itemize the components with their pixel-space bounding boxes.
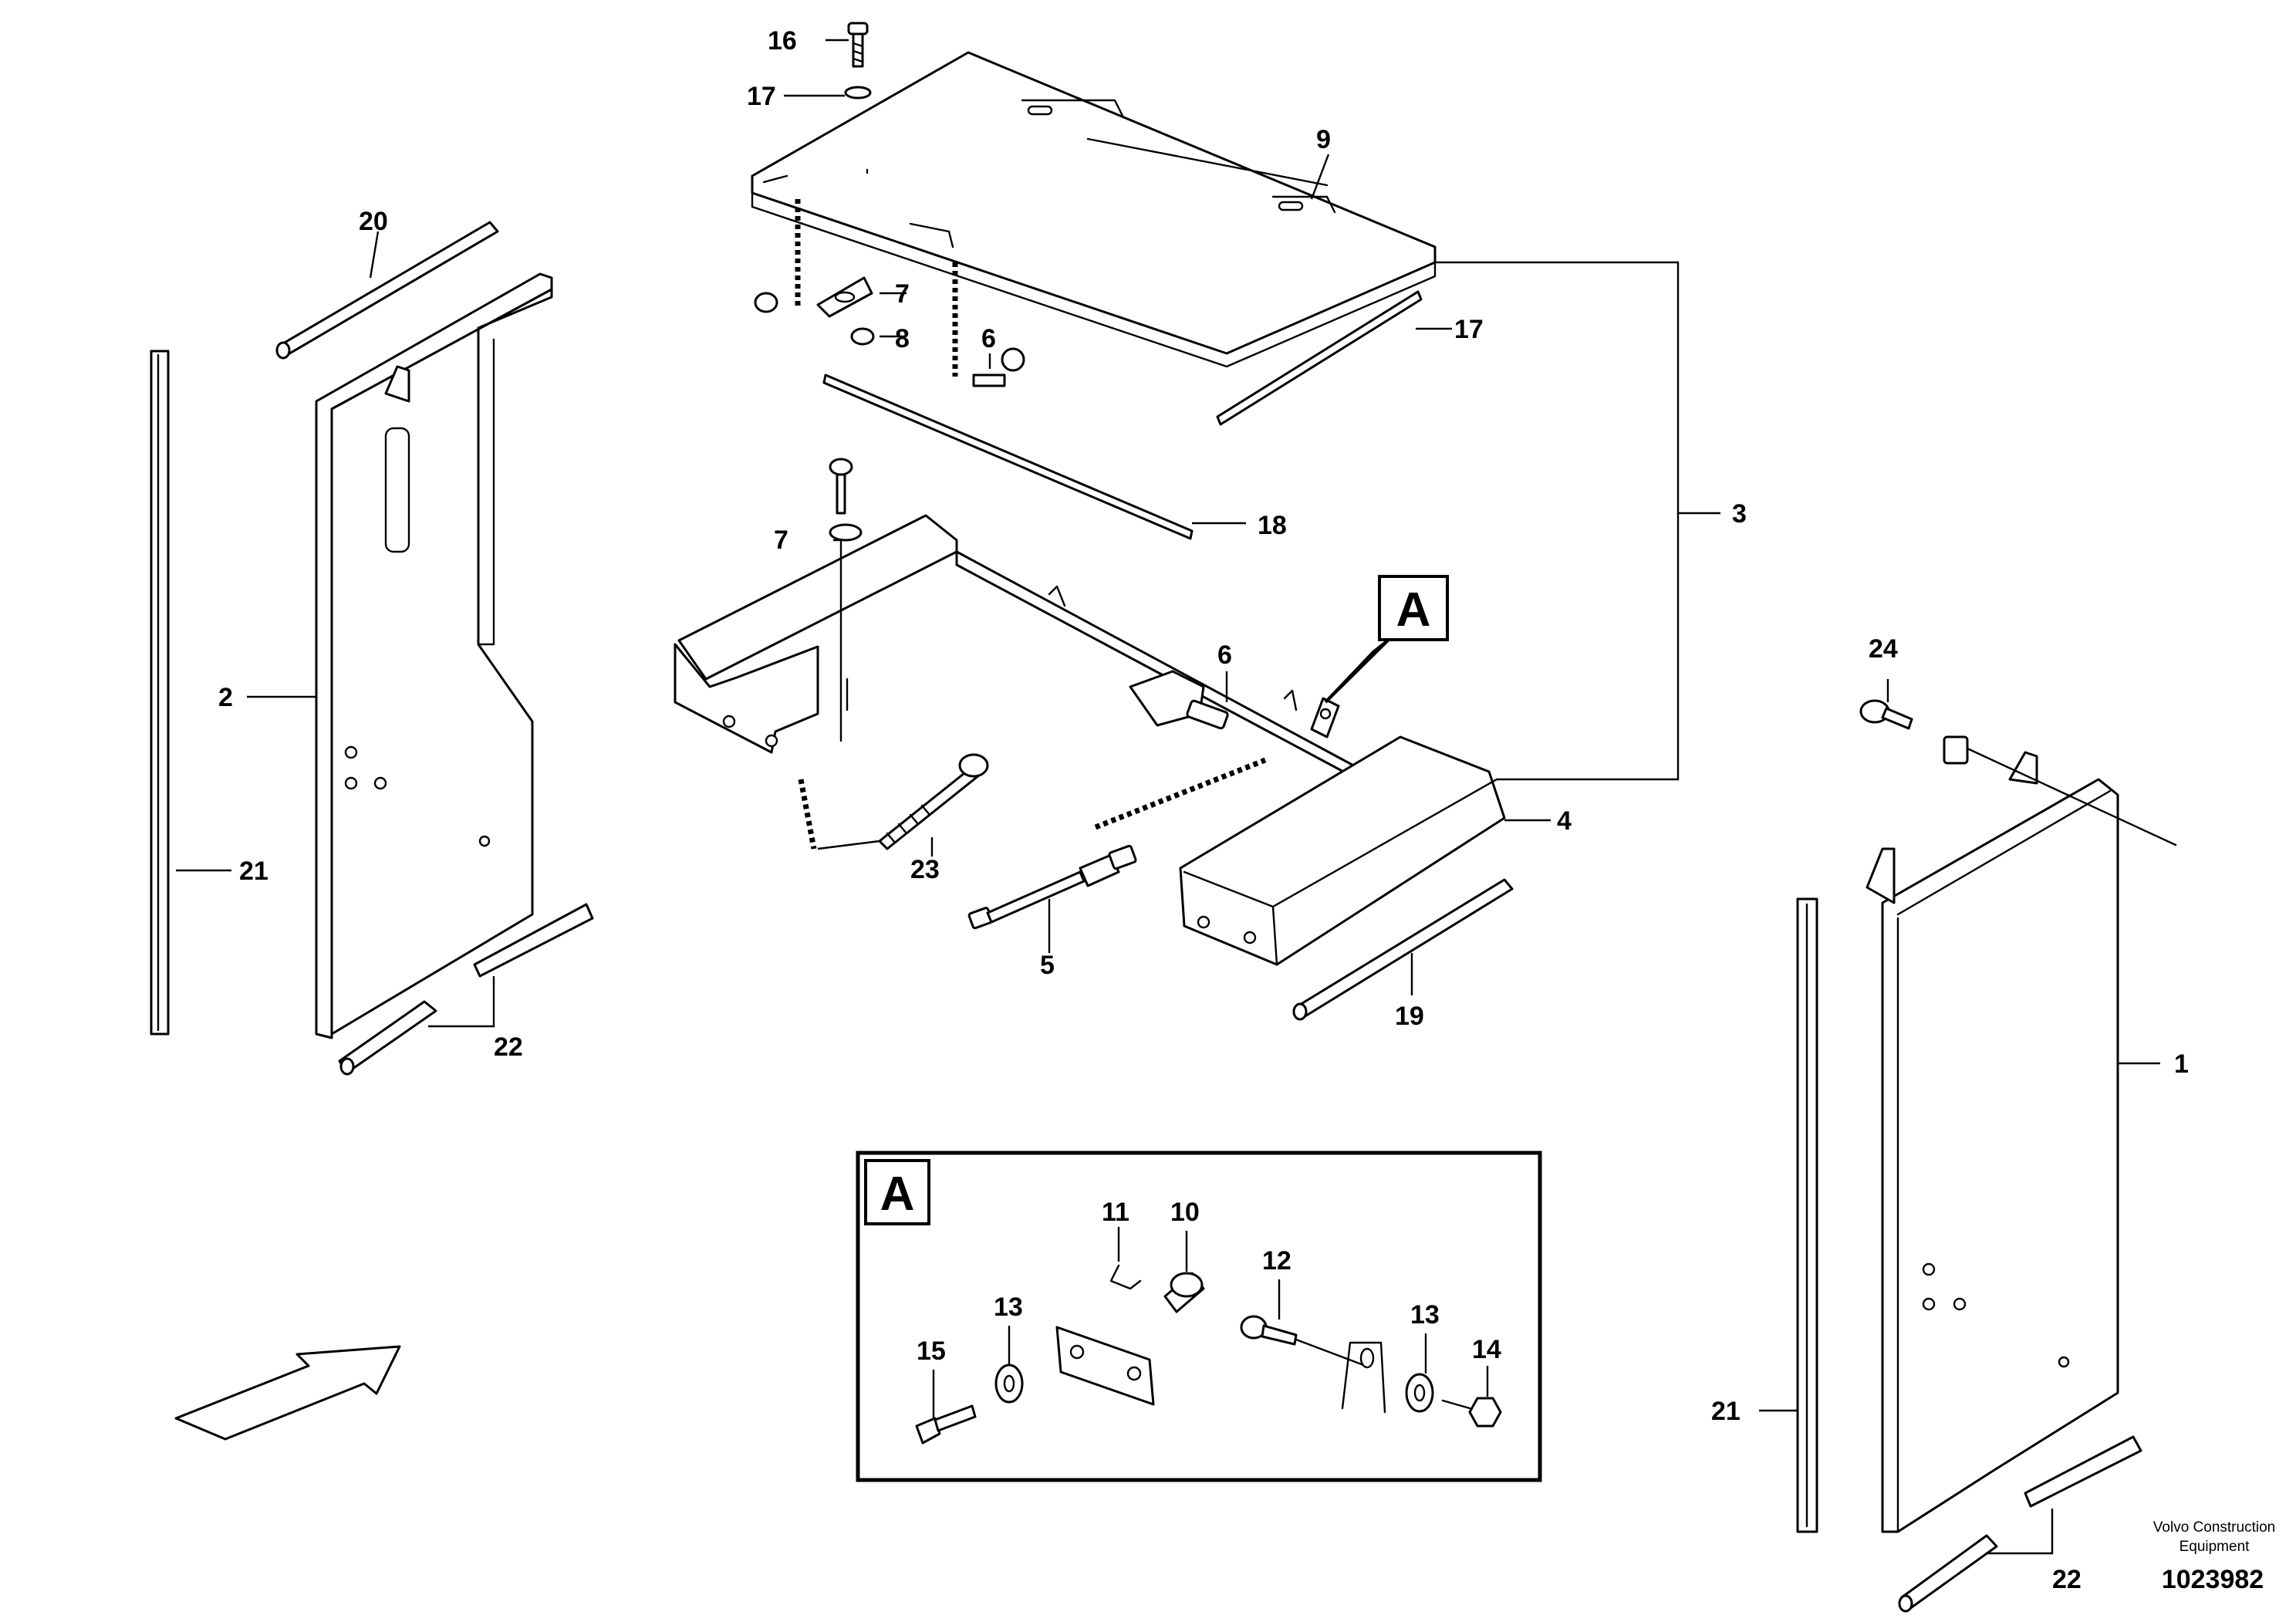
seal-strip-19: [1292, 878, 1514, 1021]
label-14: 14: [1472, 1335, 1501, 1364]
label-23: 23: [910, 855, 940, 884]
label-3: 3: [1732, 499, 1747, 529]
label-11: 11: [1102, 1198, 1129, 1227]
detail-a-box: A: [856, 1151, 1542, 1482]
label-1: 1: [2174, 1049, 2189, 1079]
label-21: 21: [1711, 1397, 1741, 1426]
assembly-line: [1094, 757, 1267, 830]
brand-line-1: Volvo Construction: [2153, 1519, 2275, 1536]
label-21: 21: [239, 857, 268, 886]
bolt-23: [878, 753, 989, 850]
detail-clip-11: [1109, 1264, 1142, 1290]
svg-text:A: A: [1396, 583, 1431, 637]
pin-7-frame: [829, 458, 863, 742]
label-19: 19: [1395, 1002, 1424, 1031]
seal-strip-21-left: [150, 350, 170, 1036]
label-22: 22: [2052, 1565, 2082, 1594]
detail-nut-14: [1468, 1397, 1502, 1428]
box-4: [1179, 735, 1506, 966]
label-13: 13: [1410, 1300, 1440, 1330]
label-15: 15: [917, 1336, 946, 1366]
label-2: 2: [218, 683, 233, 712]
label-20: 20: [359, 207, 388, 236]
label-6: 6: [1217, 640, 1232, 670]
document-number: 1023982: [2162, 1565, 2264, 1594]
label-9: 9: [1316, 125, 1331, 154]
label-7: 7: [774, 525, 788, 555]
seal-strip-17: [1216, 290, 1423, 426]
seal-strip-20: [275, 221, 499, 360]
label-6: 6: [981, 324, 996, 353]
detail-rod-end-10: [1163, 1272, 1205, 1313]
label-16: 16: [768, 26, 797, 56]
label-10: 10: [1170, 1198, 1200, 1227]
bracket-7-top: [754, 276, 875, 346]
seal-strip-18: [822, 373, 1194, 540]
part-labels: 16 17 9 7 8 6 17 20 3 18 7 6 2 24 4 21 2…: [218, 26, 2189, 1594]
seal-strips-22-left: [338, 903, 594, 1076]
bolt-6-top: [972, 347, 1025, 387]
label-13: 13: [994, 1293, 1023, 1322]
label-17: 17: [747, 82, 776, 111]
seal-strip-21-right: [1796, 897, 1818, 1533]
label-5: 5: [1040, 951, 1055, 980]
label-24: 24: [1869, 634, 1898, 664]
cover-plate: [751, 51, 1437, 368]
bolt-24: [1859, 699, 2177, 846]
label-17: 17: [1454, 315, 1484, 344]
direction-arrow: [174, 1345, 401, 1441]
footer: Volvo Construction Equipment 1023982: [2153, 1519, 2275, 1594]
seal-strips-22-right: [1898, 1435, 2142, 1613]
detail-bracket: [1341, 1341, 1386, 1414]
detail-bolt-15: [915, 1404, 977, 1445]
label-18: 18: [1258, 511, 1287, 540]
assembly-line: [798, 779, 817, 850]
label-7: 7: [895, 279, 910, 309]
side-panel-left: [315, 272, 553, 1039]
screw-16: [844, 22, 872, 174]
detail-a-label: A: [880, 1168, 915, 1221]
detail-plate: [1055, 1326, 1155, 1406]
leader-lines: [176, 39, 2160, 1555]
side-panel-right: [1866, 751, 2119, 1533]
label-12: 12: [1262, 1246, 1292, 1276]
label-22: 22: [494, 1032, 523, 1062]
detail-ball-stud-12: [1240, 1315, 1367, 1367]
label-8: 8: [895, 324, 910, 353]
callout-a: A: [1324, 575, 1449, 704]
frame-assembly: [674, 514, 1359, 781]
label-4: 4: [1557, 806, 1572, 836]
brand-line-2: Equipment: [2180, 1539, 2250, 1555]
gas-strut-5: [967, 844, 1137, 930]
